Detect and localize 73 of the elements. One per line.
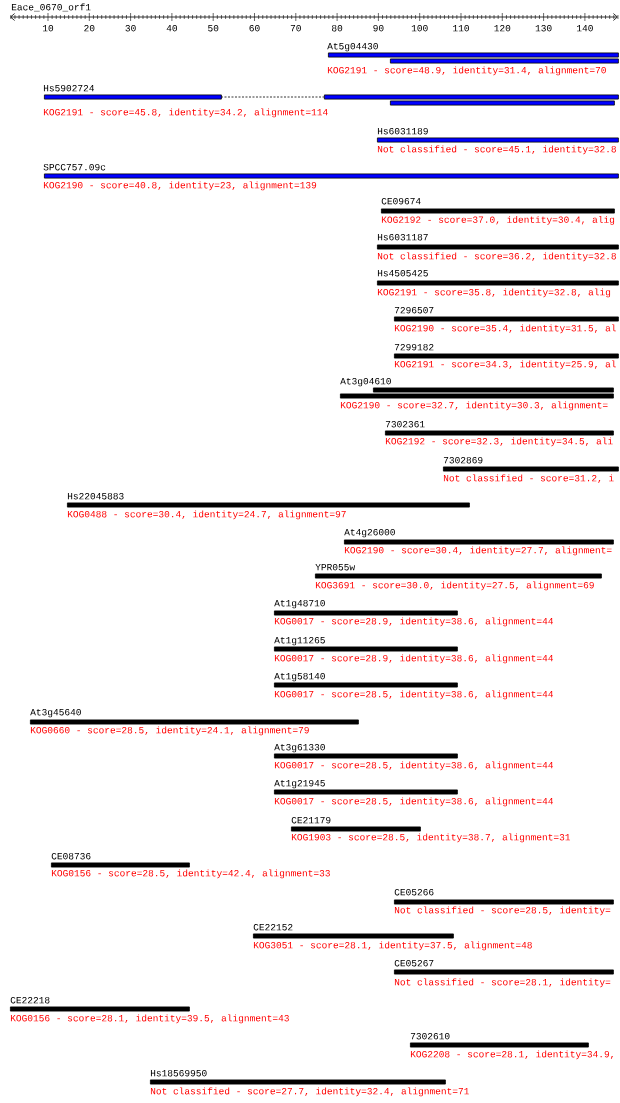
- sequence-name: Hs18569950: [150, 1069, 207, 1077]
- sequence-name: 7302361: [385, 420, 425, 428]
- query-name: Eace_0670_orf1: [11, 3, 91, 12]
- tick-label: 100: [411, 24, 428, 32]
- sequence-name: 7299182: [394, 343, 434, 351]
- sequence-name: Hs22045883: [67, 492, 124, 500]
- hit-description: KOG0017 - score=28.5, identity=38.6, alignment=44: [274, 797, 553, 807]
- hit-description: Not classified - score=28.1, identity=: [394, 978, 611, 988]
- sequence-name: SPCC757.09c: [43, 163, 106, 171]
- sequence-name: At1g11265: [274, 636, 325, 646]
- hit-description: KOG2208 - score=28.1, identity=34.9,: [410, 1050, 613, 1060]
- sequence-name: Hs6031187: [377, 233, 428, 241]
- sequence-name: CE21179: [291, 816, 331, 824]
- tick-label: 130: [535, 24, 552, 32]
- sequence-name: Hs4505425: [377, 269, 428, 277]
- sequence-name: At1g58140: [274, 672, 325, 682]
- hit-description: KOG0017 - score=28.9, identity=38.6, alignment=44: [274, 617, 553, 627]
- tick-label: 20: [84, 24, 95, 32]
- hit-description: KOG2192 - score=32.3, identity=34.5, ali: [385, 437, 613, 447]
- hit-description: KOG0017 - score=28.5, identity=38.6, alignment=44: [274, 761, 553, 771]
- hit-description: Not classified - score=27.7, identity=32.4, alignment=71: [150, 1087, 469, 1097]
- sequence-name: At3g61330: [274, 743, 325, 753]
- hit-description: KOG1903 - score=28.5, identity=38.7, alignment=31: [291, 833, 571, 843]
- hit-description: KOG2192 - score=37.0, identity=30.4, alig: [381, 215, 615, 225]
- hit-description: KOG3691 - score=30.0, identity=27.5, alignment=69: [315, 581, 594, 591]
- hit-description: KOG0488 - score=30.4, identity=24.7, alignment=97: [67, 510, 346, 520]
- hit-description: KOG0017 - score=28.9, identity=38.6, alignment=44: [274, 654, 553, 664]
- hit-description: KOG2191 - score=45.8, identity=34.2, alignment=114: [43, 108, 328, 118]
- sequence-name: 7302610: [410, 1032, 450, 1040]
- hit-description: KOG0156 - score=28.1, identity=39.5, alignment=43: [10, 1014, 289, 1024]
- tick-label: 30: [125, 24, 136, 32]
- sequence-name: 7296507: [394, 306, 434, 314]
- sequence-name: At4g26000: [344, 528, 395, 538]
- hit-description: KOG3051 - score=28.1, identity=37.5, alignment=48: [253, 941, 532, 951]
- tick-label: 70: [290, 24, 301, 32]
- sequence-name: At3g04610: [340, 377, 391, 387]
- sequence-name: CE22218: [10, 996, 50, 1004]
- tick-label: 40: [166, 24, 177, 32]
- sequence-name: 7302869: [443, 456, 483, 464]
- sequence-name: At1g21945: [274, 779, 325, 789]
- sequence-name: At3g45640: [30, 708, 81, 718]
- hit-description: KOG2190 - score=32.7, identity=30.3, alignment=: [340, 401, 608, 411]
- hit-description: Not classified - score=45.1, identity=32.8: [377, 145, 616, 155]
- tick-label: 10: [43, 24, 54, 32]
- hit-description: Not classified - score=31.2, i: [443, 474, 614, 483]
- hit-description: KOG0660 - score=28.5, identity=24.1, alignment=79: [30, 726, 309, 736]
- hit-description: KOG2191 - score=34.3, identity=25.9, al: [394, 360, 616, 370]
- tick-label: 110: [453, 24, 469, 32]
- tick-label: 50: [208, 24, 219, 32]
- sequence-name: CE22152: [253, 923, 293, 931]
- tick-label: 90: [373, 24, 384, 32]
- sequence-name: CE08736: [51, 852, 91, 860]
- tick-label: 80: [332, 24, 343, 32]
- hit-description: Not classified - score=28.5, identity=: [394, 906, 611, 916]
- sequence-name: CE05267: [394, 959, 434, 967]
- hit-description: Not classified - score=36.2, identity=32.8: [377, 252, 616, 262]
- sequence-name: At1g48710: [274, 599, 325, 609]
- hit-description: KOG2191 - score=48.9, identity=31.4, alignment=70: [327, 66, 606, 76]
- hit-description: KOG2191 - score=35.8, identity=32.8, alig: [377, 288, 611, 298]
- hit-description: KOG2190 - score=35.4, identity=31.5, al: [394, 324, 616, 334]
- tick-label: 60: [249, 24, 260, 32]
- sequence-name: Hs5902724: [43, 84, 94, 92]
- hit-description: KOG2190 - score=30.4, identity=27.7, alignment=: [344, 546, 612, 556]
- tick-label: 140: [577, 24, 593, 32]
- sequence-name: CE05266: [394, 888, 434, 896]
- hit-description: KOG0156 - score=28.5, identity=42.4, alignment=33: [51, 869, 330, 879]
- sequence-name: At5g04430: [327, 42, 378, 52]
- hit-description: KOG2190 - score=40.8, identity=23, alignment=139: [43, 181, 317, 191]
- tick-label: 120: [494, 24, 511, 32]
- sequence-name: YPR055w: [315, 563, 355, 571]
- sequence-name: Hs6031189: [377, 127, 428, 135]
- sequence-name: CE09674: [381, 197, 421, 205]
- hit-description: KOG0017 - score=28.5, identity=38.6, alignment=44: [274, 690, 553, 700]
